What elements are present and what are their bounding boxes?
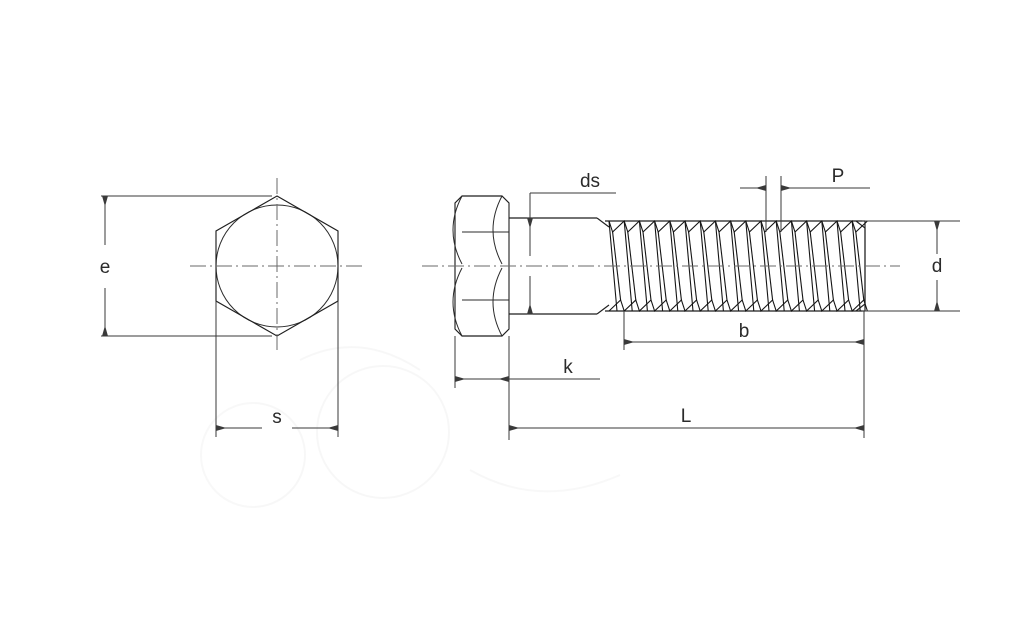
head-chamfer-arc-top-left — [452, 195, 463, 265]
side-view-group: ds P d b k — [422, 166, 960, 440]
dimension-label-s: s — [272, 407, 282, 428]
end-view-group: e s — [100, 178, 364, 437]
thread-runout-bottom — [596, 304, 610, 315]
background-watermark — [200, 346, 621, 508]
head-chamfer-arc-bottom-right — [492, 267, 503, 337]
thread-runout-top — [596, 217, 610, 228]
dimension-label-d: d — [932, 256, 943, 277]
head-chamfer-arc-top-right — [492, 195, 503, 265]
dimension-label-k: k — [563, 357, 573, 378]
dimension-label-P: P — [832, 166, 845, 187]
head-chamfer-arc-bottom-left — [452, 267, 463, 337]
dimension-label-ds: ds — [580, 171, 600, 192]
dimension-label-e: e — [100, 257, 111, 278]
dimension-label-b: b — [739, 321, 750, 342]
dimension-label-L: L — [681, 406, 692, 427]
